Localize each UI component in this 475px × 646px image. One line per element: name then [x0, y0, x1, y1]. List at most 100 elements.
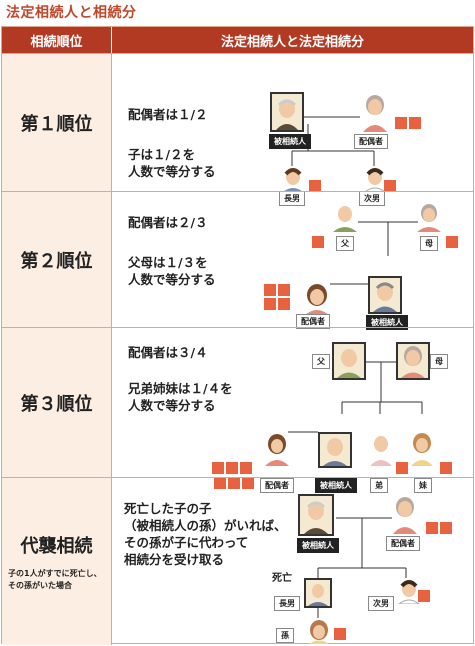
spouse-figure [262, 432, 292, 466]
header-heirs: 法定相続人と法定相続分 [112, 27, 473, 53]
rank-label: 第２順位 [20, 250, 93, 272]
mother-figure [414, 202, 444, 232]
label-spouse: 配偶者 [354, 134, 388, 149]
rank-label: 第３順位 [20, 393, 93, 415]
label-spouse: 配偶者 [260, 478, 294, 493]
share-square [240, 462, 252, 474]
label-son2: 次男 [359, 191, 385, 206]
share-square [242, 477, 254, 489]
share-square [395, 117, 407, 129]
label-decedent: 被相続人 [366, 315, 408, 330]
label-grandchild: 孫 [276, 628, 294, 643]
rank-label: 第１順位 [20, 113, 93, 135]
share-text: 人数で等分する [128, 164, 216, 179]
share-text: 死亡した子の子 [124, 501, 212, 516]
spouse-figure [390, 494, 420, 534]
share-text: その孫が子に代わって [124, 535, 249, 550]
brother-figure [367, 432, 395, 466]
share-square [212, 462, 224, 474]
child-icon [309, 620, 329, 644]
label-spouse: 配偶者 [386, 536, 420, 551]
label-mother: 母 [430, 354, 448, 369]
young-man-icon [283, 168, 303, 192]
note-text: その孫がいた場合 [8, 580, 72, 590]
rank-label: 代襲相続 [20, 535, 93, 557]
elderly-man-icon [300, 496, 332, 534]
family-tree [288, 361, 423, 433]
mother-portrait [396, 342, 430, 380]
share-text: （被相続人の孫）がいれば、 [124, 518, 287, 533]
label-son2: 次男 [368, 596, 394, 611]
share-square [226, 462, 238, 474]
son1-portrait [304, 578, 332, 608]
decedent-portrait [270, 92, 304, 132]
label-decedent: 被相続人 [269, 134, 311, 149]
label-father: 父 [336, 236, 354, 251]
share-square [334, 628, 346, 640]
family-tree [317, 517, 407, 618]
share-text: 配偶者は１/２ [128, 107, 208, 122]
son1-figure [280, 166, 306, 192]
elderly-woman-icon [417, 204, 441, 232]
share-text: 人数で等分する [128, 398, 216, 413]
decedent-portrait [298, 494, 334, 536]
share-text: 人数で等分する [128, 272, 216, 287]
share-square [440, 522, 452, 534]
share-text: 父母は１/３を [128, 255, 208, 270]
row-first-rank: 第１順位 配偶者は１/２ 子は１/２を 人数で等分する 被相続人 配偶者 [2, 53, 473, 193]
man-icon [370, 278, 400, 312]
share-square [384, 180, 396, 192]
elderly-man-icon [334, 344, 364, 378]
share-square [426, 522, 438, 534]
decedent-portrait [318, 432, 352, 468]
spouse-figure [360, 92, 390, 132]
share-square [278, 298, 290, 310]
son2-figure [396, 578, 422, 605]
row-second-rank: 第２順位 配偶者は２/３ 父母は１/３を 人数で等分する 父 母 配偶者 被相続… [2, 191, 473, 330]
young-man-icon [397, 580, 421, 605]
label-decedent: 被相続人 [315, 478, 357, 493]
father-figure [330, 202, 360, 232]
label-sister: 妹 [414, 478, 432, 493]
page-title: 法定相続人と相続分 [6, 5, 137, 21]
father-portrait [332, 342, 366, 380]
share-square [214, 477, 226, 489]
family-tree [330, 221, 418, 285]
share-square [264, 284, 276, 296]
share-square [409, 117, 421, 129]
share-square [440, 462, 452, 474]
grandchild-figure [306, 618, 332, 644]
label-mother: 母 [420, 236, 438, 251]
young-man-icon [370, 436, 392, 466]
decedent-portrait [368, 276, 402, 314]
woman-icon [265, 434, 289, 466]
share-square [278, 284, 290, 296]
label-decedent: 被相続人 [297, 538, 339, 553]
woman-icon [304, 284, 330, 316]
inheritance-table: 相続順位 法定相続人と法定相続分 第１順位 配偶者は１/２ 子は１/２を 人数で… [1, 26, 474, 645]
share-square [309, 180, 321, 192]
share-square [228, 477, 240, 489]
woman-icon [411, 433, 433, 466]
share-square [446, 236, 458, 248]
elderly-woman-icon [393, 497, 417, 534]
share-text: 兄弟姉妹は１/４を [128, 381, 233, 396]
spouse-figure [300, 282, 334, 316]
elderly-woman-icon [398, 344, 428, 378]
share-square [396, 462, 408, 474]
deceased-label: 死亡 [272, 573, 292, 584]
row-third-rank: 第３順位 配偶者は３/４ 兄弟姉妹は１/４を 人数で等分する 父 母 配偶者 [2, 327, 473, 493]
share-text: 配偶者は３/４ [128, 345, 208, 360]
label-spouse: 配偶者 [296, 314, 330, 329]
young-man-icon [306, 580, 330, 606]
header-rank: 相続順位 [2, 27, 112, 53]
row-substitute-inheritance: 代襲相続 子の1人がすでに死亡し、 その孫がいた場合 死亡した子の子 （被相続人… [2, 477, 473, 645]
elderly-man-icon [272, 94, 302, 130]
label-son1: 長男 [274, 596, 300, 611]
share-text: 子は１/２を [128, 147, 196, 162]
label-brother: 弟 [370, 478, 388, 493]
sister-figure [408, 432, 436, 466]
elderly-man-icon [333, 206, 357, 232]
share-square [418, 590, 430, 602]
elderly-woman-icon [363, 95, 387, 132]
